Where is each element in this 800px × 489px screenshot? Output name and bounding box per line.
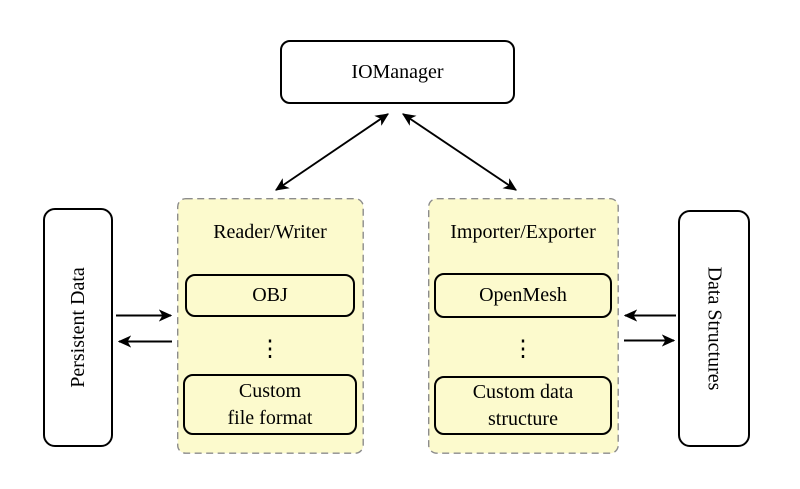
obj-label: OBJ bbox=[252, 284, 288, 306]
data-structures-label: Data Structures bbox=[703, 266, 726, 391]
importer-exporter-ellipsis: ⋮ bbox=[511, 336, 535, 361]
reader-writer-group-box bbox=[176, 197, 364, 454]
importer-exporter-group-box bbox=[428, 197, 619, 454]
custom-data-structure-line2: structure bbox=[488, 407, 558, 430]
persistent-data-label: Persistent Data bbox=[66, 267, 89, 388]
custom-data-structure-line1: Custom data bbox=[472, 380, 574, 403]
custom-file-format-line2: file format bbox=[227, 406, 313, 429]
reader-writer-title: Reader/Writer bbox=[213, 221, 327, 243]
data-structures-node: Data Structures bbox=[678, 210, 750, 447]
custom-file-format-line1: Custom bbox=[238, 379, 302, 402]
iomanager-node: IOManager bbox=[280, 40, 515, 104]
custom-data-structure-node: Custom data structure bbox=[434, 376, 612, 435]
obj-node: OBJ bbox=[185, 274, 355, 317]
openmesh-label: OpenMesh bbox=[479, 284, 567, 306]
iomanager-readerwriter-arrow bbox=[276, 113, 388, 191]
importer-exporter-title: Importer/Exporter bbox=[450, 221, 596, 243]
openmesh-node: OpenMesh bbox=[434, 273, 612, 318]
iomanager-label: IOManager bbox=[351, 60, 444, 83]
reader-writer-ellipsis: ⋮ bbox=[258, 336, 282, 361]
persistent-data-node: Persistent Data bbox=[43, 208, 113, 447]
iomanager-importerexporter-arrow bbox=[403, 113, 516, 191]
custom-file-format-node: Custom file format bbox=[183, 374, 357, 435]
